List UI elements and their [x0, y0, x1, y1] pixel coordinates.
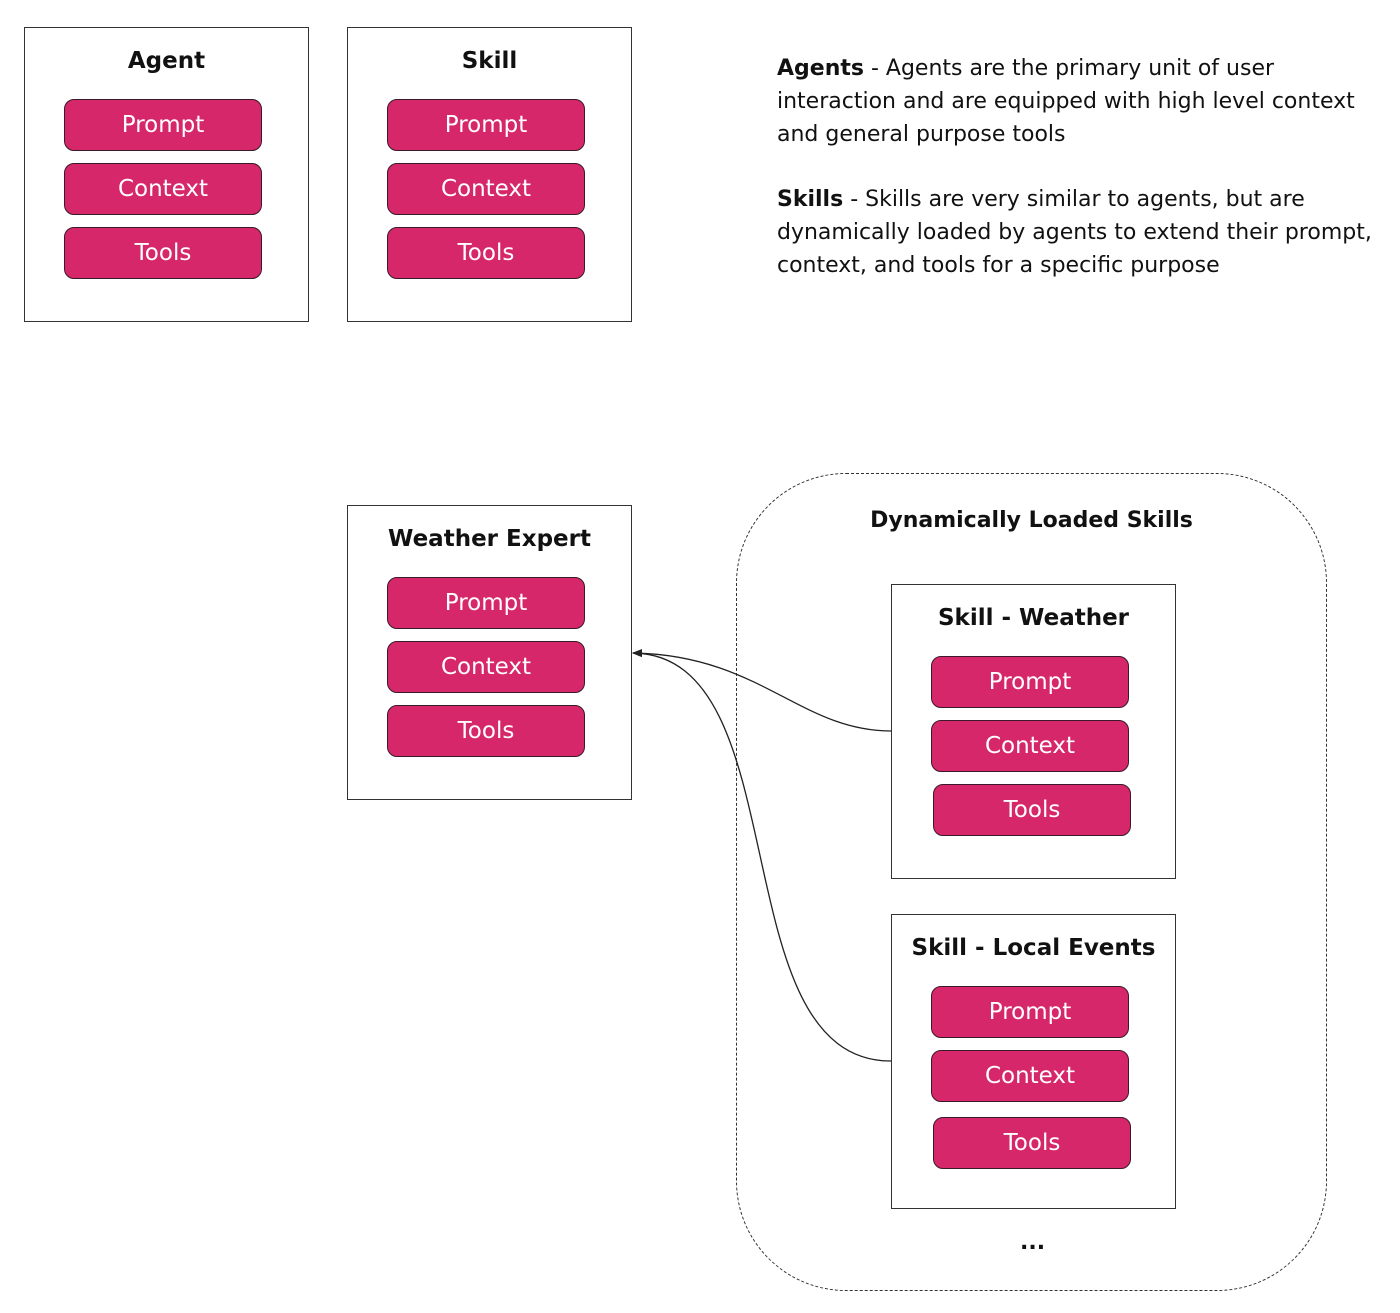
skill-local-events-prompt-pill: Prompt: [931, 986, 1129, 1038]
weather-expert-title: Weather Expert: [388, 526, 591, 552]
skill-title: Skill: [461, 48, 518, 74]
skill-local-events-tools-pill: Tools: [933, 1117, 1131, 1169]
skill-weather-tools-pill: Tools: [933, 784, 1131, 836]
skill-box: Skill Prompt Context Tools: [347, 27, 632, 322]
weather-expert-box: Weather Expert Prompt Context Tools: [347, 505, 632, 800]
agents-description: Agents - Agents are the primary unit of …: [777, 52, 1387, 151]
agents-definition: - Agents are the primary unit of user in…: [777, 56, 1355, 147]
agent-tools-pill: Tools: [64, 227, 262, 279]
skill-weather-connector: [632, 649, 892, 732]
skill-prompt-pill: Prompt: [387, 99, 585, 151]
agent-box: Agent Prompt Context Tools: [24, 27, 309, 322]
skill-local-events-context-pill: Context: [931, 1050, 1129, 1102]
skill-weather-prompt-pill: Prompt: [931, 656, 1129, 708]
skills-term: Skills: [777, 187, 844, 212]
more-skills-ellipsis: ...: [1020, 1230, 1046, 1255]
skill-local-events-title: Skill - Local Events: [911, 935, 1156, 961]
skill-weather-context-pill: Context: [931, 720, 1129, 772]
weather-expert-context-pill: Context: [387, 641, 585, 693]
skill-weather-title: Skill - Weather: [937, 605, 1130, 631]
weather-expert-tools-pill: Tools: [387, 705, 585, 757]
agent-context-pill: Context: [64, 163, 262, 215]
skill-context-pill: Context: [387, 163, 585, 215]
skills-definition: - Skills are very similar to agents, but…: [777, 187, 1372, 278]
dynamically-loaded-skills-title: Dynamically Loaded Skills: [870, 508, 1193, 533]
skills-description: Skills - Skills are very similar to agen…: [777, 183, 1387, 282]
skill-local-events-box: Skill - Local Events Prompt Context Tool…: [891, 914, 1176, 1209]
agent-title: Agent: [127, 48, 206, 74]
dynamically-loaded-skills-region: [736, 473, 1327, 1291]
skill-local-events-connector: [632, 649, 892, 1062]
weather-expert-prompt-pill: Prompt: [387, 577, 585, 629]
agent-prompt-pill: Prompt: [64, 99, 262, 151]
agents-term: Agents: [777, 56, 864, 81]
skill-weather-box: Skill - Weather Prompt Context Tools: [891, 584, 1176, 879]
skill-tools-pill: Tools: [387, 227, 585, 279]
